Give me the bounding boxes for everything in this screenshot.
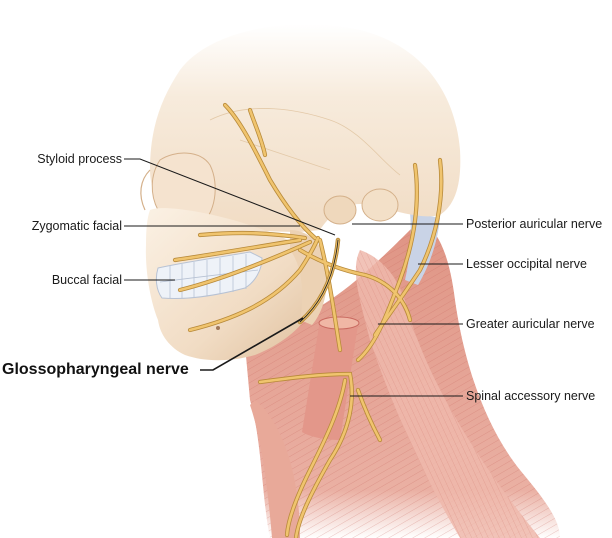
nerves bbox=[172, 102, 444, 538]
label-styloid-process: Styloid process bbox=[37, 152, 122, 166]
label-spinal-accessory-nerve: Spinal accessory nerve bbox=[466, 389, 596, 403]
teeth bbox=[155, 251, 263, 299]
label-glossopharyngeal-nerve: Glossopharyngeal nerve bbox=[2, 361, 189, 378]
label-lesser-occipital-nerve: Lesser occipital nerve bbox=[466, 257, 587, 271]
label-buccal-facial: Buccal facial bbox=[51, 273, 122, 287]
leader-styloid-process bbox=[124, 158, 336, 236]
leader-lines bbox=[124, 158, 463, 397]
label-zygomatic-facial: Zygomatic facial bbox=[31, 219, 122, 233]
neck-muscles bbox=[245, 212, 560, 538]
label-posterior-auricular-nerve: Posterior auricular nerve bbox=[466, 217, 603, 231]
leader-glossopharyngeal-nerve bbox=[200, 317, 304, 371]
label-greater-auricular-nerve: Greater auricular nerve bbox=[466, 317, 595, 331]
